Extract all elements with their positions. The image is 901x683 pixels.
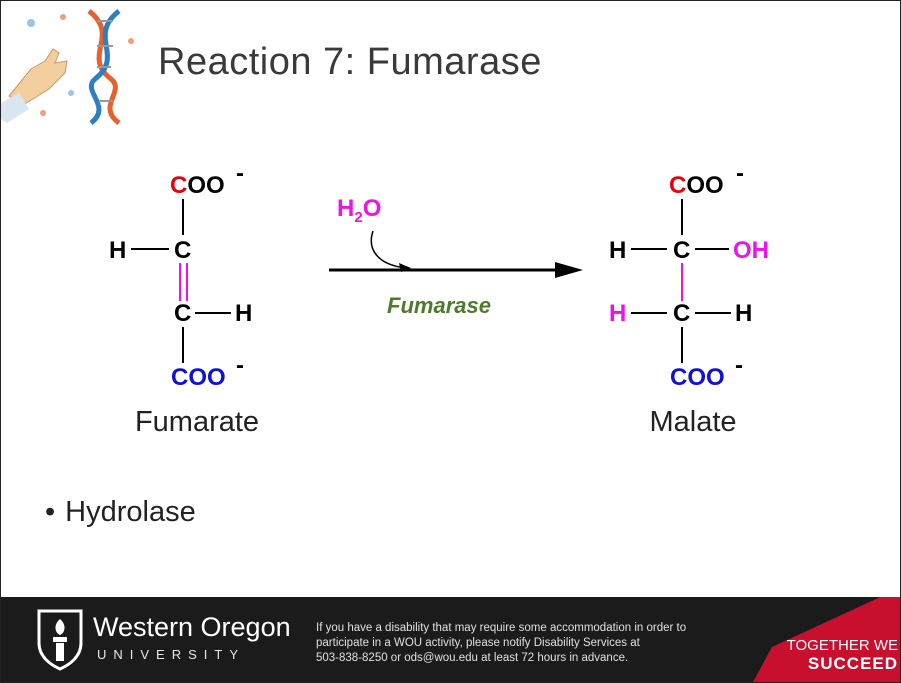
footer-bar: Western Oregon UNIVERSITY If you have a …	[1, 597, 900, 682]
fumarate-top-c: C	[170, 172, 187, 199]
decor-dot	[40, 110, 46, 116]
fumarate-bottom-charge: -	[236, 352, 244, 379]
malate-top-c: C	[669, 172, 686, 199]
torch-shield-icon	[37, 609, 83, 671]
water-curved-arrow	[370, 230, 408, 269]
malate-h-lower-left: H	[609, 300, 626, 327]
malate-c-lower: C	[673, 300, 690, 327]
bullet-text: Hydrolase	[65, 496, 196, 528]
enzyme-label: Fumarase	[387, 293, 491, 318]
decor-dot	[27, 19, 35, 27]
dna-hand-illustration	[1, 9, 134, 126]
red-accent-shape	[753, 597, 900, 682]
tagline-line1: TOGETHER WE	[786, 637, 898, 654]
bullet-item: • Hydrolase	[45, 496, 196, 529]
water-label: H2O	[337, 195, 381, 226]
decor-dot	[128, 38, 134, 44]
bullet-dot: •	[45, 496, 56, 528]
fumarate-bottom-coo: COO	[171, 364, 226, 391]
university-name: Western Oregon	[93, 612, 291, 642]
dna-icon	[87, 9, 121, 126]
svg-text:COO: COO	[170, 172, 225, 199]
malate-top-charge: -	[736, 160, 744, 187]
hand-icon	[1, 48, 68, 123]
fumarate-label: Fumarate	[135, 406, 259, 438]
notice-line: 503-838-8250 or ods@wou.edu at least 72 …	[316, 652, 629, 664]
tagline-line2: SUCCEED	[807, 654, 898, 673]
fumarate-c-lower: C	[174, 300, 191, 327]
fumarate-h-left: H	[109, 237, 126, 264]
malate-label: Malate	[649, 406, 736, 438]
malate-oh: OH	[733, 237, 769, 264]
malate-bottom-coo: COO	[670, 364, 725, 391]
malate-h-lower-right: H	[735, 300, 752, 327]
malate-bottom-charge: -	[735, 352, 743, 379]
malate-structure: COO - H C OH H C H COO - Malate	[609, 160, 769, 438]
fumarate-top-oo: OO	[187, 172, 224, 199]
reaction-diagram: COO - H C C H COO - Fumarate H2O	[109, 160, 769, 438]
university-subtitle: UNIVERSITY	[97, 647, 246, 662]
fumarate-top-charge: -	[236, 160, 244, 187]
fumarate-h-right: H	[235, 300, 252, 327]
decor-dot	[68, 90, 74, 96]
malate-top-oo: OO	[686, 172, 723, 199]
notice-line: participate in a WOU activity, please no…	[316, 637, 640, 649]
malate-h-upper: H	[609, 237, 626, 264]
reaction-arrow-group: H2O Fumarase	[329, 195, 583, 318]
notice-line: If you have a disability that may requir…	[316, 622, 687, 634]
decor-dot	[60, 14, 66, 20]
tagline: TOGETHER WE SUCCEED	[787, 637, 898, 674]
svg-text:COO: COO	[669, 172, 724, 199]
fumarate-c-upper: C	[174, 237, 191, 264]
reaction-arrow-head	[555, 262, 583, 278]
malate-c-upper: C	[673, 237, 690, 264]
slide-title: Reaction 7: Fumarase	[158, 41, 542, 83]
fumarate-structure: COO - H C C H COO - Fumarate	[109, 160, 259, 438]
accessibility-notice: If you have a disability that may requir…	[316, 621, 746, 666]
